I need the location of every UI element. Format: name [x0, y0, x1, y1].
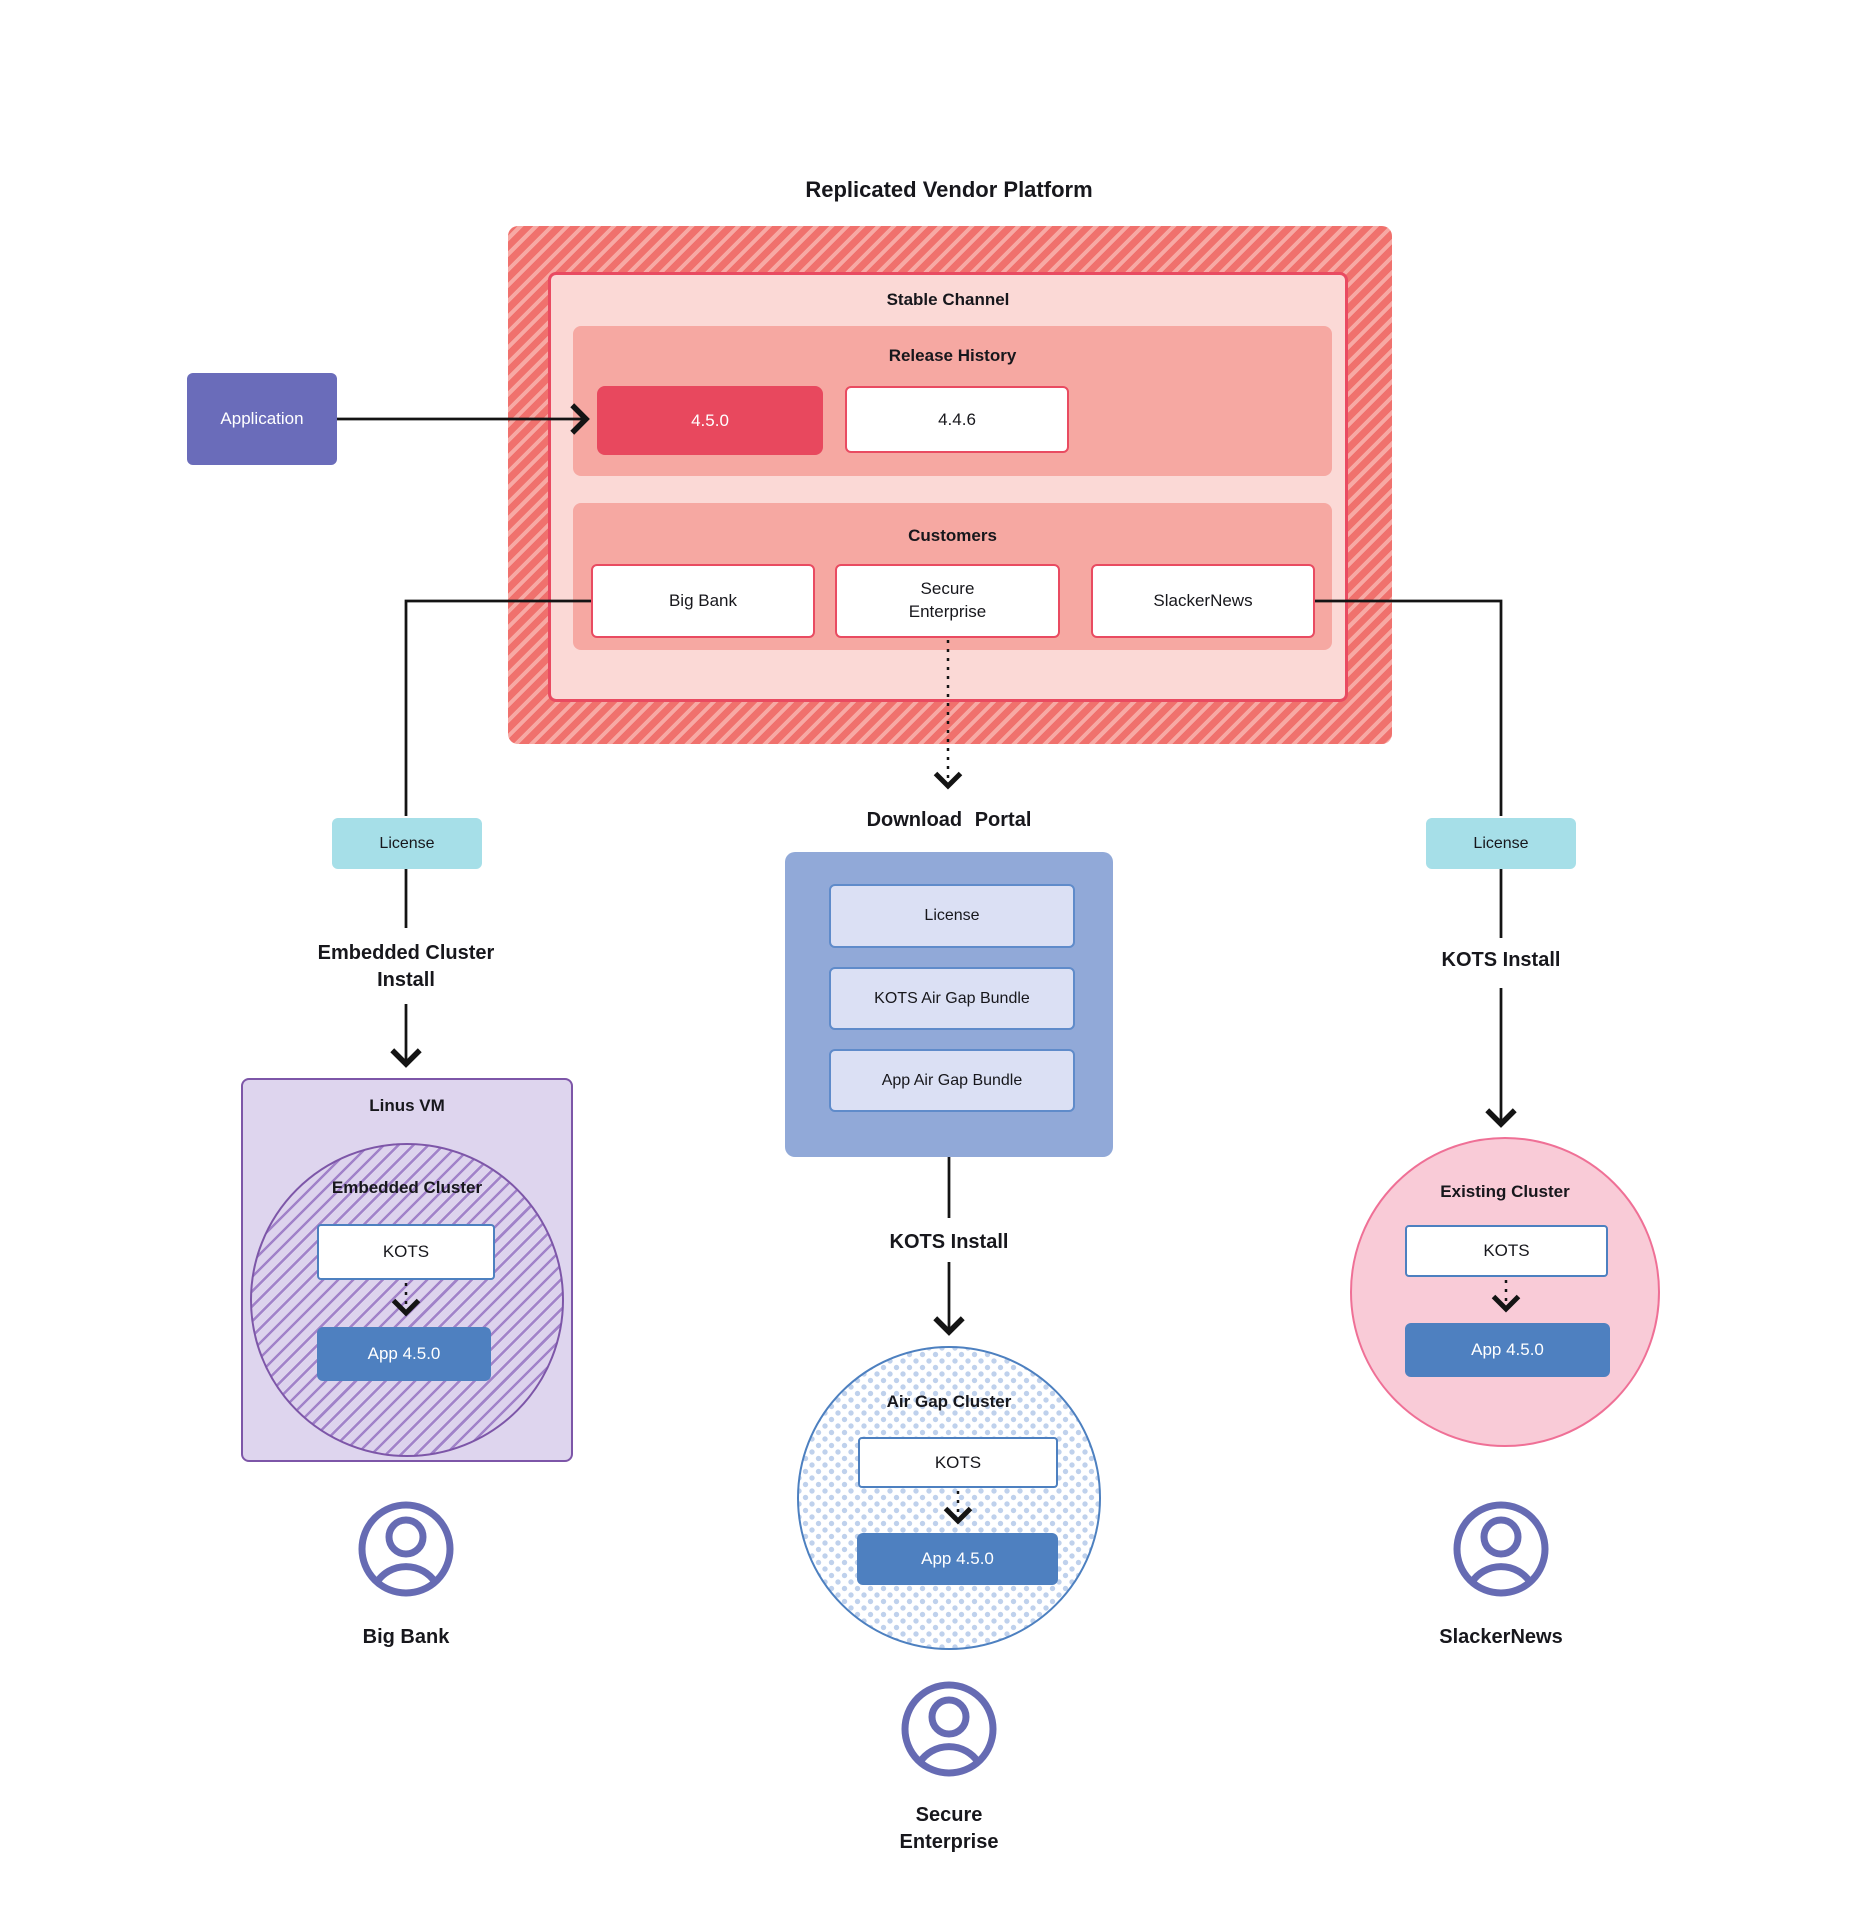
- portal-license-item: License: [829, 884, 1075, 948]
- release-450-chip: 4.5.0: [597, 386, 823, 455]
- portal-kots-airgap-item: KOTS Air Gap Bundle: [829, 967, 1075, 1030]
- right-license-box: License: [1426, 818, 1576, 869]
- customer-slackernews-chip: SlackerNews: [1091, 564, 1315, 638]
- customers-label: Customers: [908, 526, 997, 545]
- left-kots-box: KOTS: [317, 1224, 495, 1280]
- release-446-chip: 4.4.6: [845, 386, 1069, 453]
- embedded-cluster-install-label: Embedded Cluster Install: [317, 942, 495, 991]
- left-app-box: App 4.5.0: [317, 1327, 491, 1381]
- portal-app-airgap-item: App Air Gap Bundle: [829, 1049, 1075, 1112]
- left-license-box: License: [332, 818, 482, 869]
- release-history-label: Release History: [888, 346, 1017, 365]
- linus-vm-label: Linus VM: [369, 1096, 445, 1115]
- stable-channel-label: Stable Channel: [886, 290, 1010, 309]
- middle-kots-box: KOTS: [858, 1437, 1058, 1488]
- middle-kots-install-label: KOTS Install: [889, 1230, 1009, 1253]
- right-app-box: App 4.5.0: [1405, 1323, 1610, 1377]
- slackernews-user-icon: [1453, 1501, 1549, 1597]
- secure-enterprise-user-icon: [901, 1681, 997, 1777]
- air-gap-cluster-label: Air Gap Cluster: [886, 1392, 1012, 1411]
- big-bank-user-label: Big Bank: [362, 1625, 450, 1648]
- right-kots-box: KOTS: [1405, 1225, 1608, 1277]
- slackernews-user-label: SlackerNews: [1439, 1625, 1563, 1648]
- download-portal-title: Download Portal: [866, 808, 1032, 831]
- customer-big-bank-chip: Big Bank: [591, 564, 815, 638]
- customer-secure-enterprise-chip: Secure Enterprise: [835, 564, 1060, 638]
- existing-cluster-label: Existing Cluster: [1440, 1182, 1570, 1201]
- embedded-cluster-label: Embedded Cluster: [331, 1178, 483, 1197]
- right-kots-install-label: KOTS Install: [1441, 948, 1561, 971]
- air-gap-cluster-circle: [797, 1346, 1101, 1650]
- page-title: Replicated Vendor Platform: [805, 177, 1093, 202]
- application-box: Application: [187, 373, 337, 465]
- secure-enterprise-user-label: Secure Enterprise: [899, 1804, 999, 1853]
- middle-app-box: App 4.5.0: [857, 1533, 1058, 1585]
- big-bank-user-icon: [358, 1501, 454, 1597]
